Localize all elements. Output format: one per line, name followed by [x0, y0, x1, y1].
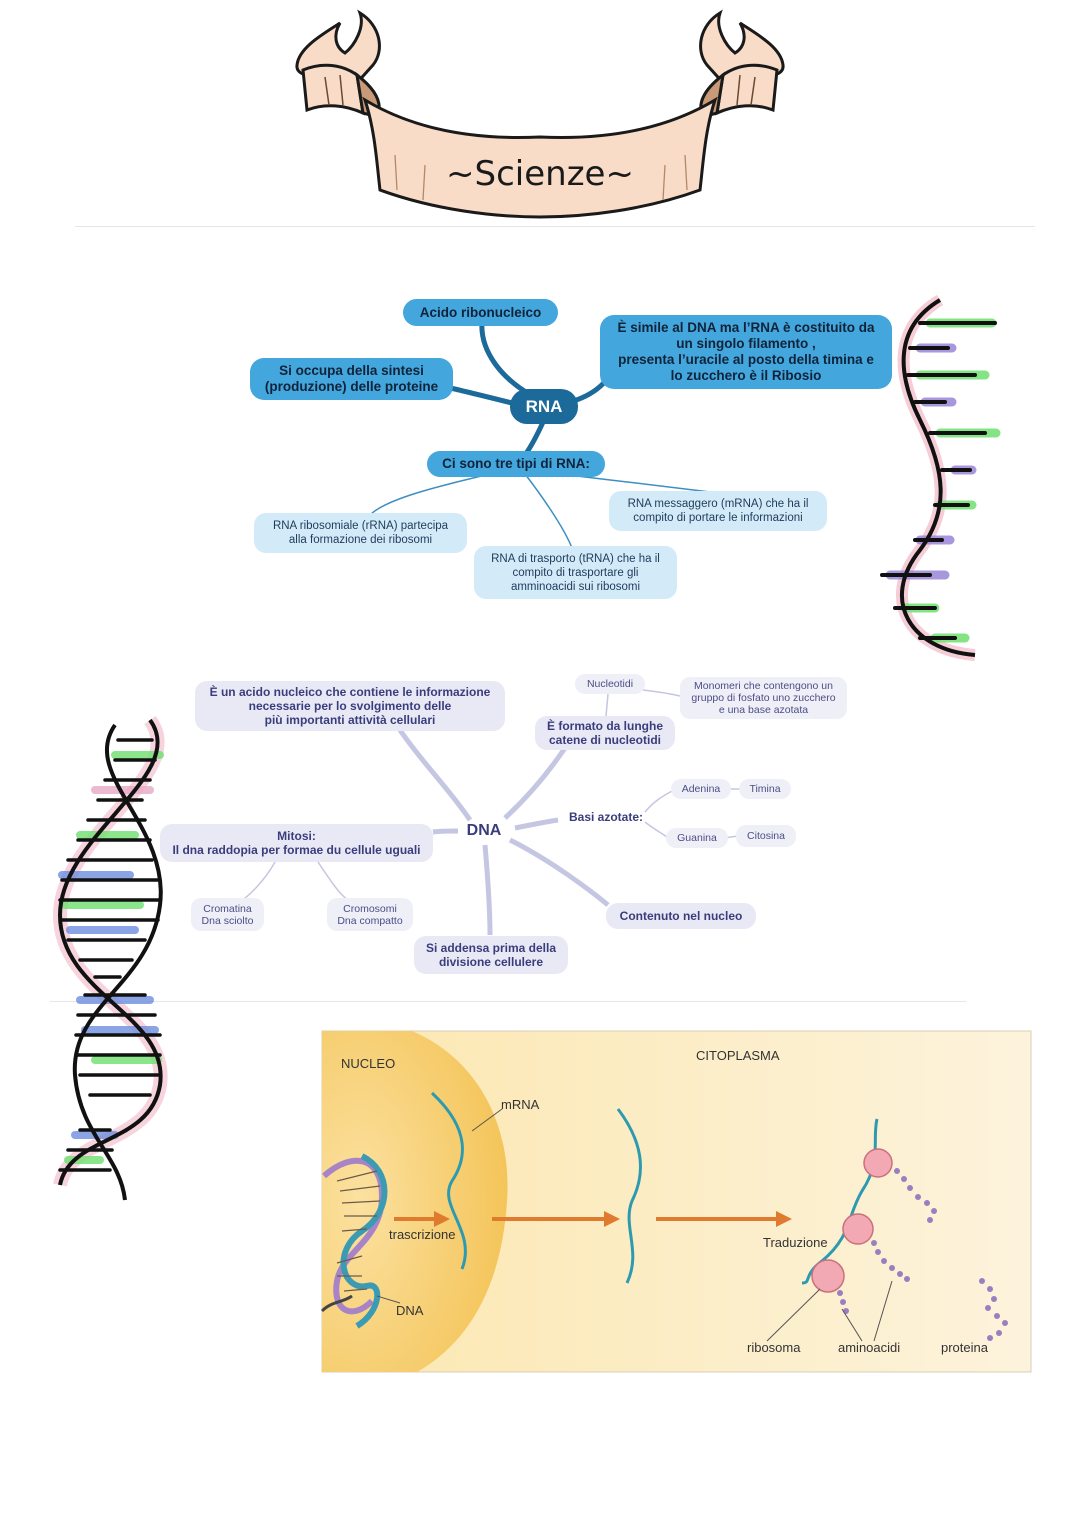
label-mrna: mRNA — [501, 1097, 540, 1112]
dna-nucleotides-node: Nucleotidi — [575, 674, 645, 694]
dna-chromatin-node: Cromatina Dna sciolto — [191, 898, 264, 931]
label-nucleo: NUCLEO — [341, 1056, 396, 1071]
dna-base-timina: Timina — [739, 779, 791, 799]
dna-base-guanina: Guanina — [666, 828, 728, 848]
dna-monomers-node: Monomeri che contengono un gruppo di fos… — [680, 677, 847, 719]
divider-middle — [50, 1001, 966, 1002]
rna-similar-node: È simile al DNA ma l’RNA è costituito da… — [600, 315, 892, 389]
rna-type-mrna: RNA messaggero (mRNA) che ha il compito … — [609, 491, 827, 531]
dna-base-citosina: Citosina — [736, 825, 796, 847]
label-traduzione: Traduzione — [763, 1235, 828, 1250]
rna-synthesis-node: Si occupa della sintesi (produzione) del… — [250, 358, 453, 400]
protein-synthesis-figure — [320, 1030, 1032, 1373]
dna-mitosis-node: Mitosi: Il dna raddopia per formae du ce… — [160, 824, 433, 862]
rna-type-trna: RNA di trasporto (tRNA) che ha il compit… — [474, 546, 677, 599]
rna-type-rrna: RNA ribosomiale (rRNA) partecipa alla fo… — [254, 513, 467, 553]
dna-definition-node: È un acido nucleico che contiene le info… — [195, 681, 505, 731]
dna-nucleus-node: Contenuto nel nucleo — [606, 903, 756, 929]
dna-condense-node: Si addensa prima della divisione cellule… — [414, 936, 568, 974]
dna-bases-node: Basi azotate: — [568, 810, 644, 824]
rna-center-node: RNA — [510, 389, 578, 424]
banner-title: ~Scienze~ — [446, 154, 634, 194]
dna-chains-node: È formato da lunghe catene di nucleotidi — [535, 716, 675, 750]
label-ribosoma: ribosoma — [747, 1340, 801, 1355]
label-citoplasma: CITOPLASMA — [696, 1048, 780, 1063]
label-aminoacidi: aminoacidi — [838, 1340, 901, 1355]
divider-top — [75, 226, 1035, 227]
dna-helix-illustration — [52, 715, 168, 1201]
dna-chromosomes-node: Cromosomi Dna compatto — [327, 898, 413, 931]
rna-types-node: Ci sono tre tipi di RNA: — [427, 451, 605, 477]
dna-base-adenina: Adenina — [671, 779, 731, 799]
label-proteina: proteina — [941, 1340, 988, 1355]
scienze-banner: ~Scienze~ — [295, 9, 785, 219]
rna-acid-node: Acido ribonucleico — [403, 299, 558, 326]
label-dna: DNA — [396, 1303, 424, 1318]
label-trascrizione: trascrizione — [389, 1227, 456, 1242]
dna-center-node: DNA — [466, 822, 502, 839]
rna-strand-illustration — [880, 294, 1001, 661]
